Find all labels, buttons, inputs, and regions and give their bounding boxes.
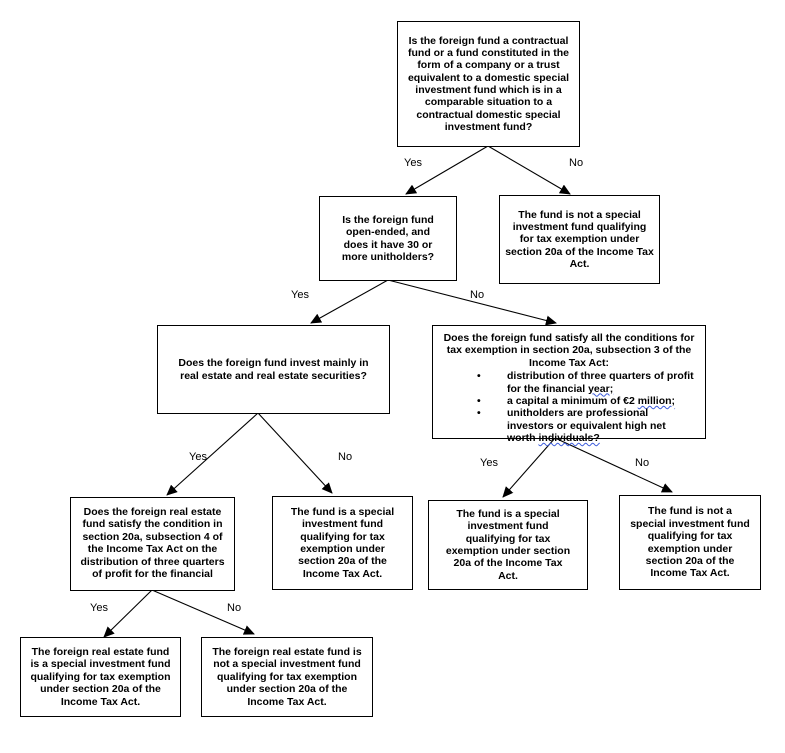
q4-intro-text: Does the foreign fund satisfy all the co…	[443, 332, 695, 369]
arrow-q3-no	[257, 412, 333, 494]
edge-label-no: No	[635, 457, 650, 469]
q4-condition-underlined: year;	[588, 382, 614, 395]
arrow-q5-yes	[103, 589, 153, 638]
q4-condition-text: distribution of three quarters of profit…	[507, 370, 694, 395]
arrow-q3-yes	[166, 412, 259, 496]
q4-condition-text: unitholders are professional investors o…	[507, 407, 666, 444]
arrow-q2-yes	[310, 279, 389, 324]
edge-label-no: No	[227, 602, 242, 614]
arrow-q4-no	[554, 437, 673, 493]
edge-label-no: No	[470, 289, 485, 301]
bullet-mark: •	[477, 370, 481, 383]
q3-real-estate-box: Does the foreign fund invest mainly in r…	[157, 325, 390, 414]
q1-contractual-fund-box: Is the foreign fund a contractual fund o…	[397, 21, 580, 147]
arrow-q4-yes	[502, 437, 556, 498]
bullet-mark: •	[477, 394, 481, 407]
q5-real-estate-distribution-box: Does the foreign real estate fund satisf…	[70, 497, 235, 591]
arrow-q1-yes	[405, 145, 489, 195]
edge-label-yes: Yes	[189, 451, 207, 463]
q4-condition-underlined: million;	[637, 394, 676, 407]
real-estate-not-special-fund-box: The foreign real estate fund is not a sp…	[201, 637, 373, 717]
q2-open-ended-box: Is the foreign fund open-ended, and does…	[319, 196, 457, 281]
not-special-fund-box-1: The fund is not a special investment fun…	[499, 195, 660, 284]
edge-label-yes: Yes	[291, 289, 309, 301]
q4-conditions-list: • distribution of three quarters of profi…	[441, 370, 697, 444]
edge-label-no: No	[338, 451, 353, 463]
edge-label-yes: Yes	[480, 457, 498, 469]
real-estate-special-fund-box: The foreign real estate fund is a specia…	[20, 637, 181, 717]
special-fund-box-2: The fund is a special investment fund qu…	[428, 500, 588, 590]
special-fund-box-1: The fund is a special investment fund qu…	[272, 496, 413, 590]
q4-condition-underlined: individuals?	[538, 432, 600, 444]
q4-condition-text: a capital a minimum of €2	[507, 394, 638, 407]
q4-tax-conditions-box: Does the foreign fund satisfy all the co…	[432, 325, 706, 444]
q4-condition-item: • a capital a minimum of €2 million;	[441, 395, 697, 407]
edge-label-no: No	[569, 157, 584, 169]
edge-label-yes: Yes	[90, 602, 108, 614]
arrow-q5-no	[151, 589, 255, 635]
arrow-q2-no	[387, 279, 557, 326]
arrow-q1-no	[487, 145, 571, 195]
bullet-mark: •	[477, 407, 481, 420]
edge-label-yes: Yes	[404, 157, 422, 169]
not-special-fund-box-2: The fund is not a special investment fun…	[619, 495, 761, 590]
q4-condition-item: • unitholders are professional investors …	[441, 407, 697, 444]
q4-condition-item: • distribution of three quarters of profi…	[441, 370, 697, 395]
